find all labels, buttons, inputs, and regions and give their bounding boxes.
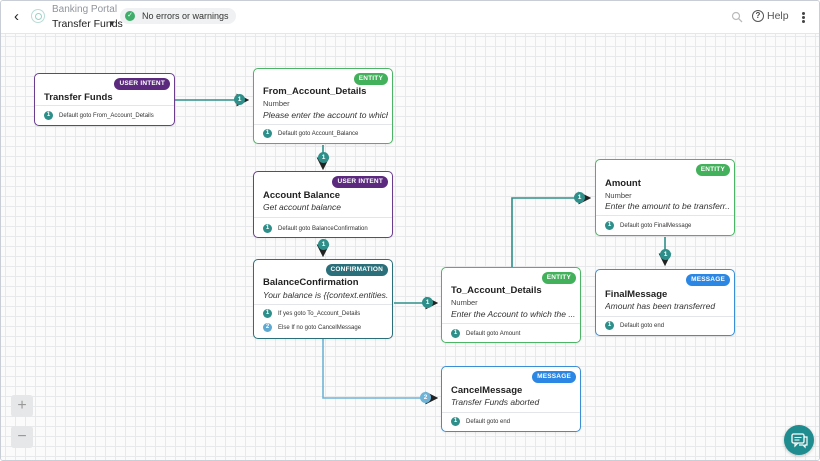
divider — [442, 323, 580, 324]
rule-number: 1 — [605, 321, 614, 330]
rule-number: 1 — [451, 329, 460, 338]
node-title: BalanceConfirmation — [263, 277, 359, 288]
divider — [596, 215, 734, 216]
flow-canvas[interactable] — [1, 34, 819, 460]
divider — [254, 217, 392, 218]
edge-label: 1 — [234, 94, 245, 105]
rule-text: Default goto end — [466, 418, 511, 425]
node-rule[interactable]: 1 Default goto FinalMessage — [605, 221, 691, 230]
edge-label: 1 — [422, 297, 433, 308]
app-logo-icon — [31, 9, 45, 23]
search-icon[interactable] — [731, 11, 743, 23]
node-rule[interactable]: 1 Default goto end — [605, 321, 664, 330]
top-bar: ‹ Banking Portal Transfer Funds ▼ ✓ No e… — [1, 1, 819, 34]
node-type-badge: ENTITY — [353, 73, 388, 85]
node-transfer-funds[interactable]: USER INTENT Transfer Funds 1 Default got… — [34, 73, 175, 126]
node-title: Account Balance — [263, 190, 341, 201]
node-to-account-details[interactable]: ENTITY To_Account_Details Number Enter t… — [441, 267, 581, 343]
rule-number: 1 — [451, 417, 460, 426]
edge-label: 1 — [660, 249, 671, 260]
node-title: FinalMessage — [605, 289, 668, 300]
rule-number: 1 — [263, 224, 272, 233]
edge-label: 2 — [420, 392, 431, 403]
node-subtitle: Number — [605, 191, 632, 200]
help-button[interactable]: Help — [767, 10, 789, 22]
divider — [254, 124, 392, 125]
divider — [254, 304, 392, 305]
app-name: Banking Portal — [52, 4, 118, 15]
node-subtitle: Number — [263, 99, 290, 108]
check-circle-icon: ✓ — [125, 11, 135, 21]
zoom-out-button[interactable]: − — [11, 426, 33, 448]
rule-text: Default goto BalanceConfirmation — [278, 225, 368, 232]
chevron-down-icon[interactable]: ▼ — [108, 19, 116, 28]
node-title: Transfer Funds — [44, 92, 113, 103]
rule-number: 1 — [44, 111, 53, 120]
node-type-badge: MESSAGE — [686, 274, 730, 286]
rule-number: 1 — [263, 129, 272, 138]
edge-label: 1 — [318, 239, 329, 250]
node-rule[interactable]: 1 Default goto From_Account_Details — [44, 111, 154, 120]
node-rule[interactable]: 2 Else If no goto CancelMessage — [263, 323, 361, 332]
edge-label: 1 — [574, 192, 585, 203]
rule-text: Default goto Account_Balance — [278, 130, 359, 137]
node-type-badge: ENTITY — [695, 164, 730, 176]
status-text: No errors or warnings — [142, 11, 229, 21]
node-title: Amount — [605, 178, 641, 189]
node-prompt: Amount has been transferred — [605, 301, 716, 311]
edge-to-account-to-amount — [511, 191, 592, 268]
node-type-badge: MESSAGE — [532, 371, 576, 383]
rule-number: 1 — [605, 221, 614, 230]
rule-number: 2 — [263, 323, 272, 332]
zoom-in-button[interactable]: + — [11, 395, 33, 417]
rule-number: 1 — [263, 309, 272, 318]
node-rule[interactable]: 1 Default goto end — [451, 417, 510, 426]
rule-text: If yes goto To_Account_Details — [278, 310, 361, 317]
node-cancel-message[interactable]: MESSAGE CancelMessage Transfer Funds abo… — [441, 366, 581, 432]
edge-confirm-to-cancel — [322, 339, 439, 405]
help-circle-icon[interactable]: ? — [752, 10, 764, 22]
node-amount[interactable]: ENTITY Amount Number Enter the amount to… — [595, 159, 735, 236]
divider — [442, 412, 580, 413]
node-title: To_Account_Details — [451, 285, 542, 296]
node-rule[interactable]: 1 Default goto Amount — [451, 329, 520, 338]
node-rule[interactable]: 1 Default goto Account_Balance — [263, 129, 358, 138]
back-chevron-icon[interactable]: ‹ — [14, 8, 19, 25]
node-final-message[interactable]: MESSAGE FinalMessage Amount has been tra… — [595, 269, 735, 336]
rule-text: Else If no goto CancelMessage — [278, 324, 362, 331]
node-type-badge: CONFIRMATION — [325, 264, 388, 276]
node-title: CancelMessage — [451, 385, 523, 396]
node-prompt: Enter the Account to which the ... — [451, 309, 576, 319]
divider — [596, 316, 734, 317]
chat-button[interactable] — [784, 425, 814, 455]
rule-text: Default goto end — [620, 322, 665, 329]
status-badge[interactable]: ✓ No errors or warnings — [120, 8, 236, 24]
node-rule[interactable]: 1 Default goto BalanceConfirmation — [263, 224, 368, 233]
kebab-menu-icon[interactable] — [802, 12, 805, 23]
page-name-dropdown[interactable]: Transfer Funds — [52, 18, 123, 30]
node-prompt: Get account balance — [263, 202, 341, 212]
node-prompt: Transfer Funds aborted — [451, 397, 540, 407]
node-title: From_Account_Details — [263, 86, 367, 97]
node-prompt: Enter the amount to be transferr... — [605, 201, 730, 211]
node-from-account-details[interactable]: ENTITY From_Account_Details Number Pleas… — [253, 68, 393, 144]
chat-icon — [791, 433, 808, 449]
node-prompt: Your balance is {{context.entities.... — [263, 290, 388, 300]
node-account-balance[interactable]: USER INTENT Account Balance Get account … — [253, 171, 393, 238]
rule-text: Default goto FinalMessage — [620, 222, 692, 229]
node-rule[interactable]: 1 If yes goto To_Account_Details — [263, 309, 360, 318]
node-prompt: Please enter the account to which ... — [263, 110, 388, 120]
node-balance-confirmation[interactable]: CONFIRMATION BalanceConfirmation Your ba… — [253, 259, 393, 339]
rule-text: Default goto Amount — [466, 330, 521, 337]
node-type-badge: USER INTENT — [114, 78, 170, 90]
edge-label: 1 — [318, 152, 329, 163]
node-type-badge: ENTITY — [541, 272, 576, 284]
divider — [35, 105, 174, 106]
node-subtitle: Number — [451, 298, 478, 307]
rule-text: Default goto From_Account_Details — [59, 112, 154, 119]
node-type-badge: USER INTENT — [332, 176, 388, 188]
